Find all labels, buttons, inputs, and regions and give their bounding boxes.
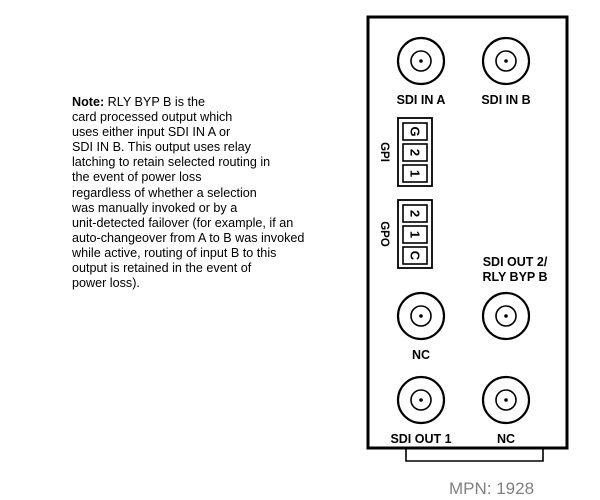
label-sdi-out-1: SDI OUT 1 bbox=[390, 432, 451, 446]
gpi-pin-1: 1 bbox=[408, 170, 423, 177]
note-line-1: Note: RLY BYP B is the bbox=[72, 95, 362, 110]
gpo-label: GPO bbox=[378, 221, 390, 247]
note-line: was manually invoked or by a bbox=[72, 200, 238, 215]
note-text: Note: RLY BYP B is the card processed ou… bbox=[72, 95, 362, 291]
note-first-line: RLY BYP B is the bbox=[104, 95, 205, 109]
note-line: SDI IN B. This output uses relay bbox=[72, 140, 251, 155]
note-line: while active, routing of input B to this bbox=[72, 245, 277, 260]
mpn-label: MPN: 1928 bbox=[449, 479, 535, 498]
bnc-connector-sdi-out-2 bbox=[481, 291, 531, 341]
label-nc-middle: NC bbox=[412, 348, 430, 362]
bnc-connector-nc-bottom bbox=[481, 375, 531, 425]
note-line: uses either input SDI IN A or bbox=[72, 125, 231, 140]
note-line: card processed output which bbox=[72, 110, 233, 125]
label-rly-byp-b: RLY BYP B bbox=[482, 270, 547, 284]
note-line: unit-detected failover (for example, if … bbox=[72, 215, 294, 230]
gpi-terminal-block: G 2 1 bbox=[397, 117, 433, 187]
bnc-connector-sdi-in-b bbox=[481, 36, 531, 86]
bnc-connector-sdi-out-1 bbox=[396, 375, 446, 425]
label-sdi-out-2: SDI OUT 2/ bbox=[483, 255, 548, 269]
label-sdi-in-a: SDI IN A bbox=[397, 93, 446, 107]
mounting-tab bbox=[405, 448, 544, 462]
note-line: latching to retain selected routing in bbox=[72, 155, 271, 170]
gpo-pin-1: 1 bbox=[408, 231, 423, 238]
gpi-label: GPI bbox=[378, 142, 390, 162]
gpo-pin-c: C bbox=[408, 251, 423, 261]
note-line: auto-changeover from A to B was invoked bbox=[72, 230, 305, 245]
gpo-terminal-block: 2 1 C bbox=[397, 199, 433, 269]
note-line: regardless of whether a selection bbox=[72, 185, 257, 200]
note-heading: Note: bbox=[72, 95, 105, 109]
label-sdi-in-b: SDI IN B bbox=[481, 93, 530, 107]
bnc-connector-nc-middle bbox=[396, 291, 446, 341]
note-line: power loss). bbox=[72, 276, 140, 291]
gpi-pin-g: G bbox=[408, 126, 423, 136]
note-line: the event of power loss bbox=[72, 170, 202, 185]
label-nc-bottom: NC bbox=[497, 432, 515, 446]
note-line: output is retained in the event of bbox=[72, 261, 252, 276]
gpo-pin-2: 2 bbox=[408, 210, 423, 217]
bnc-connector-sdi-in-a bbox=[396, 36, 446, 86]
gpi-pin-2: 2 bbox=[408, 149, 423, 156]
